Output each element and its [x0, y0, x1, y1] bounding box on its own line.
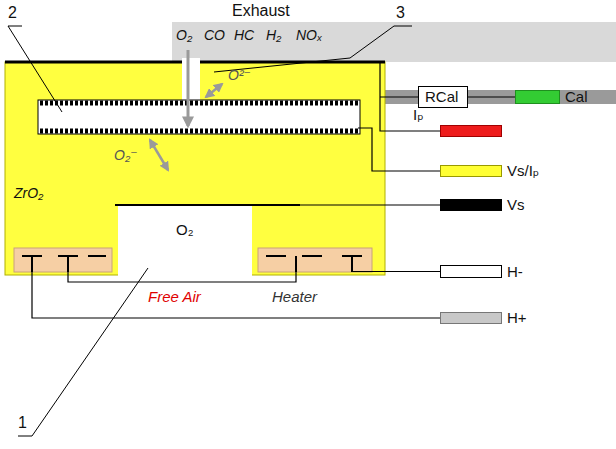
material-label: ZrO₂	[14, 186, 43, 201]
heater-elements	[22, 256, 362, 272]
cavity-electrode	[40, 129, 358, 134]
reference-electrode	[115, 204, 300, 206]
wires	[32, 62, 440, 318]
pin-name: H+	[507, 310, 527, 327]
pin-name: Vs	[507, 197, 525, 214]
pin-name: Vs/Iₚ	[507, 163, 539, 180]
pin-connector: Cal	[515, 90, 560, 104]
ion-flow-arrow	[150, 140, 168, 170]
heater-label: Heater	[272, 289, 317, 306]
pin-connector: Vs	[440, 199, 502, 211]
pin-name: Cal	[565, 89, 588, 106]
pin-name: Iₚ	[413, 107, 424, 124]
gas-label: CO	[204, 28, 225, 43]
callout-number: 2	[8, 4, 17, 22]
gas-label: O₂	[176, 28, 192, 43]
callout-number: 1	[18, 414, 27, 432]
gas-inlet	[182, 58, 200, 102]
gas-label: NOₓ	[296, 28, 322, 43]
pin-name: H-	[507, 263, 523, 280]
wire-connector	[468, 96, 515, 97]
pin-connector: H+	[440, 312, 502, 324]
reference-air-chamber	[118, 205, 252, 280]
ion-label: O²⁻	[228, 68, 251, 83]
outer-electrode	[200, 61, 385, 64]
measuring-cavity	[38, 100, 360, 134]
free-air-label: Free Air	[148, 289, 201, 306]
ion-label: O₂⁻	[114, 148, 138, 163]
component-label: RCal	[419, 87, 467, 107]
ion-pump-arrow	[206, 84, 222, 97]
exhaust-label: Exhaust	[232, 2, 290, 20]
callout-number: 3	[396, 4, 405, 22]
gas-flow-arrow	[187, 50, 190, 126]
gas-label: O₂	[176, 222, 194, 239]
exhaust-gas-band	[172, 22, 616, 62]
heater-block	[258, 248, 372, 272]
pin-connector: Iₚ	[440, 125, 502, 137]
heater-block	[14, 248, 112, 272]
gas-label: HC	[234, 28, 254, 43]
gas-label: H₂	[266, 28, 281, 43]
pin-connector: H-	[440, 265, 502, 278]
pin-connector: Vs/Iₚ	[440, 165, 502, 177]
resistor-box: RCal	[418, 86, 468, 108]
leader-lines	[8, 26, 412, 436]
cavity-electrode	[40, 101, 358, 106]
